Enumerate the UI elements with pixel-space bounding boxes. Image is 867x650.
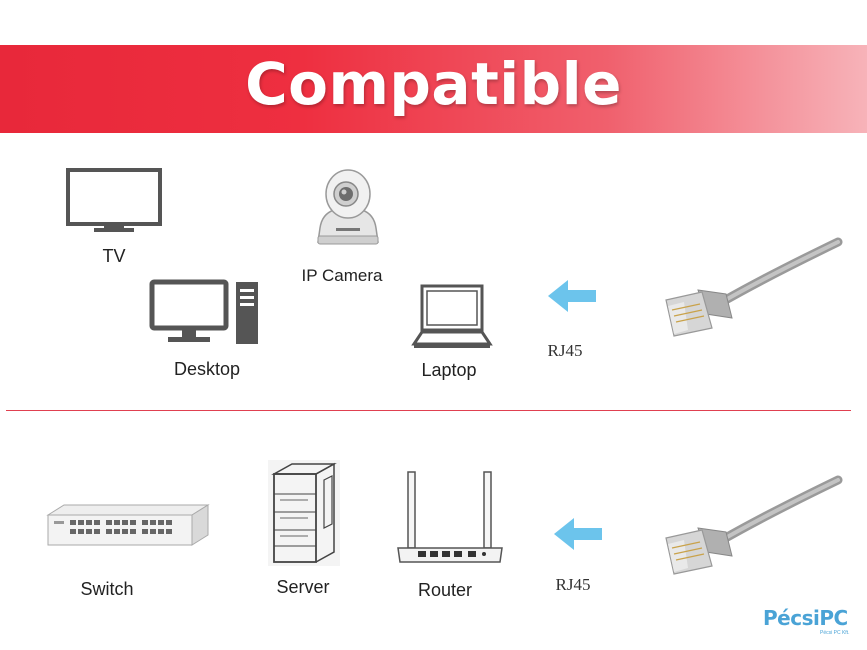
rj45-connector-icon (665, 475, 843, 575)
arrow-left-icon (548, 280, 596, 312)
switch-label: Switch (80, 579, 134, 599)
ip-camera-label: IP Camera (301, 266, 383, 285)
watermark-logo: PécsiPC (763, 606, 848, 630)
rj45-label: RJ45 (547, 341, 583, 360)
router-label: Router (417, 580, 473, 600)
watermark-tagline: Pécsi PC Kft. (820, 630, 850, 636)
laptop-icon (411, 284, 493, 348)
rj45-connector-icon (665, 237, 843, 337)
laptop-label: Laptop (421, 360, 477, 380)
title-banner (0, 45, 867, 133)
router-icon (397, 471, 503, 563)
switch-icon (46, 504, 210, 546)
server-icon (268, 460, 340, 566)
arrow-left-icon (554, 518, 602, 550)
desktop-icon (149, 279, 258, 344)
section-divider (6, 410, 851, 411)
desktop-label: Desktop (173, 359, 241, 379)
rj45-label: RJ45 (555, 575, 591, 594)
server-label: Server (276, 577, 330, 597)
ip-camera-icon (317, 169, 379, 245)
banner-title: Compatible (245, 50, 622, 118)
tv-icon (66, 168, 162, 232)
tv-label: TV (102, 246, 126, 266)
